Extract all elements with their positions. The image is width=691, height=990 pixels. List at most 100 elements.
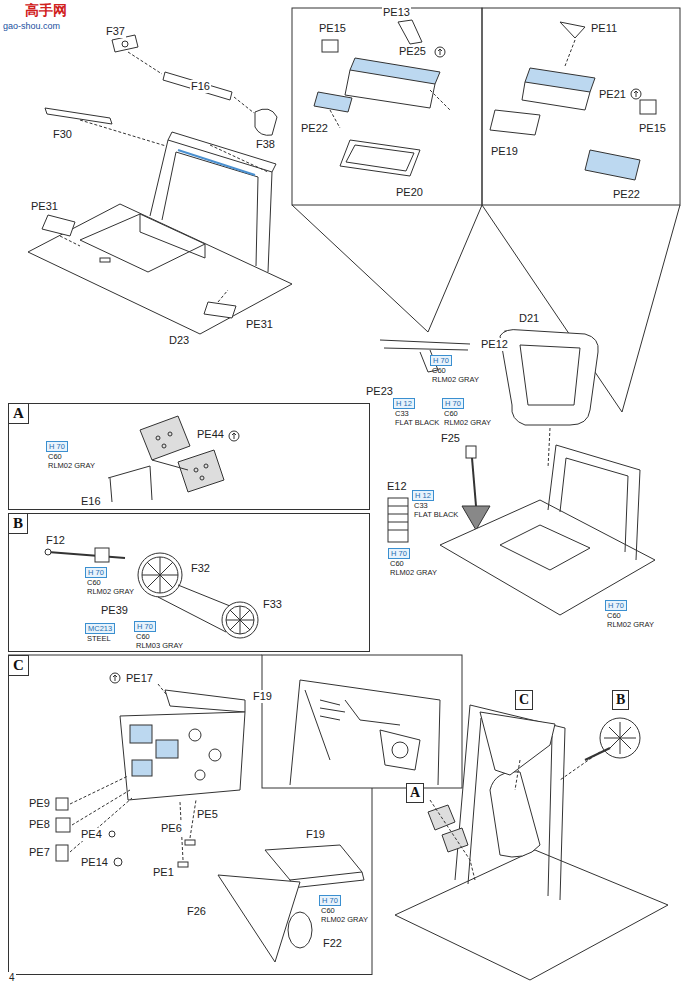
- paint-code: H 70: [430, 355, 452, 366]
- paint-name: C60: [442, 409, 491, 418]
- paint-callout: H 70C60RLM02 GRAY: [442, 398, 491, 427]
- step-panel: C H 70C60RLM02 GRAY: [8, 655, 372, 975]
- paint-callout: H 70C60RLM02 GRAY: [430, 355, 479, 384]
- part-number: PE39: [100, 604, 129, 617]
- part-number: PE20: [395, 186, 424, 199]
- part-number: F33: [262, 598, 283, 611]
- part-number: F22: [322, 937, 343, 950]
- step-letter: A: [410, 785, 420, 800]
- paint-name: RLM02 GRAY: [442, 418, 491, 427]
- watermark: gao-shou.com: [2, 21, 61, 31]
- part-number: PE31: [30, 200, 59, 213]
- paint-callout: H 12C33FLAT BLACK: [393, 398, 439, 427]
- paint-name: C60: [605, 611, 654, 620]
- paint-code: H 70: [388, 548, 410, 559]
- paint-code: H 70: [134, 621, 156, 632]
- paint-code: H 70: [85, 567, 107, 578]
- part-number: D21: [518, 312, 540, 325]
- trim-wheels: [45, 548, 258, 638]
- part-number: F37: [105, 25, 126, 38]
- part-number: F32: [190, 562, 211, 575]
- part-number: PE12: [480, 338, 509, 351]
- part-number: PE25: [398, 45, 427, 58]
- paint-name: RLM02 GRAY: [388, 568, 437, 577]
- paint-name: C60: [319, 906, 368, 915]
- step-letter: B: [8, 513, 28, 534]
- paint-name: C60: [85, 578, 134, 587]
- part-number: F12: [45, 534, 66, 547]
- part-number: D23: [168, 334, 190, 347]
- part-number: F30: [52, 128, 73, 141]
- part-number: PE1: [152, 866, 175, 879]
- paint-callout: H 12C33FLAT BLACK: [412, 490, 458, 519]
- detail-insets: [292, 8, 680, 412]
- part-number: PE22: [300, 122, 329, 135]
- paint-name: RLM02 GRAY: [430, 375, 479, 384]
- final-assembly: [395, 705, 668, 980]
- step-callout: B: [612, 690, 629, 710]
- instrument-panel: [8, 655, 462, 975]
- step-letter: A: [8, 403, 29, 424]
- paint-code: H 12: [412, 490, 434, 501]
- paint-name: C60: [430, 366, 479, 375]
- paint-name: C60: [134, 632, 183, 641]
- paint-name: FLAT BLACK: [393, 418, 439, 427]
- paint-name: C33: [393, 409, 439, 418]
- part-number: F19: [252, 690, 273, 703]
- step-letter: B: [616, 692, 625, 707]
- paint-callout: H 70C60RLM02 GRAY: [388, 548, 437, 577]
- step-letter: C: [519, 692, 529, 707]
- paint-name: RLM02 GRAY: [319, 915, 368, 924]
- paint-name: RLM02 GRAY: [85, 587, 134, 596]
- part-number: PE13: [382, 6, 411, 19]
- paint-name: C60: [46, 452, 95, 461]
- part-number: PE9: [28, 797, 51, 810]
- paint-code: MC213: [85, 623, 115, 634]
- part-number: F26: [186, 905, 207, 918]
- part-number: E12: [386, 480, 408, 493]
- paint-callout: H 70C60RLM02 GRAY: [85, 567, 134, 596]
- rudder-pedals: [108, 416, 239, 502]
- part-number: PE6: [160, 822, 183, 835]
- part-number: PE7: [28, 846, 51, 859]
- part-number: PE31: [245, 318, 274, 331]
- part-number: PE4: [80, 828, 103, 841]
- step-callout: C: [515, 690, 533, 710]
- part-number: F38: [255, 138, 276, 151]
- paint-code: H 70: [442, 398, 464, 409]
- part-number: PE19: [490, 145, 519, 158]
- part-number: PE8: [28, 818, 51, 831]
- part-number: F16: [190, 80, 211, 93]
- part-number: PE5: [196, 808, 219, 821]
- paint-name: RLM03 GRAY: [134, 641, 183, 650]
- paint-name: C60: [388, 559, 437, 568]
- seat-assembly: [380, 330, 655, 615]
- paint-callout: H 70C60RLM03 GRAY: [134, 621, 183, 650]
- part-number: PE23: [365, 385, 394, 398]
- part-number: PE14: [80, 856, 109, 869]
- part-number: PE15: [318, 22, 347, 35]
- watermark: 高手网: [24, 2, 68, 18]
- paint-code: H 70: [319, 895, 341, 906]
- paint-name: RLM02 GRAY: [46, 461, 95, 470]
- part-number: PE22: [612, 188, 641, 201]
- part-number: PE17: [125, 672, 154, 685]
- part-number: F25: [440, 432, 461, 445]
- paint-code: H 70: [605, 600, 627, 611]
- part-number: PE15: [638, 122, 667, 135]
- paint-name: FLAT BLACK: [412, 510, 458, 519]
- part-number: PE11: [590, 22, 618, 35]
- step-letter: C: [8, 655, 29, 676]
- part-number: E16: [80, 495, 102, 508]
- part-number: PE21: [598, 88, 627, 101]
- paint-name: RLM02 GRAY: [605, 620, 654, 629]
- paint-callout: MC213STEEL: [85, 623, 115, 643]
- paint-callout: H 70C60RLM02 GRAY: [605, 600, 654, 629]
- part-number: F19: [305, 828, 326, 841]
- paint-name: C33: [412, 501, 458, 510]
- part-number: PE44: [196, 428, 225, 441]
- step-callout: A: [406, 783, 424, 803]
- paint-callout: H 70C60RLM02 GRAY: [46, 441, 95, 470]
